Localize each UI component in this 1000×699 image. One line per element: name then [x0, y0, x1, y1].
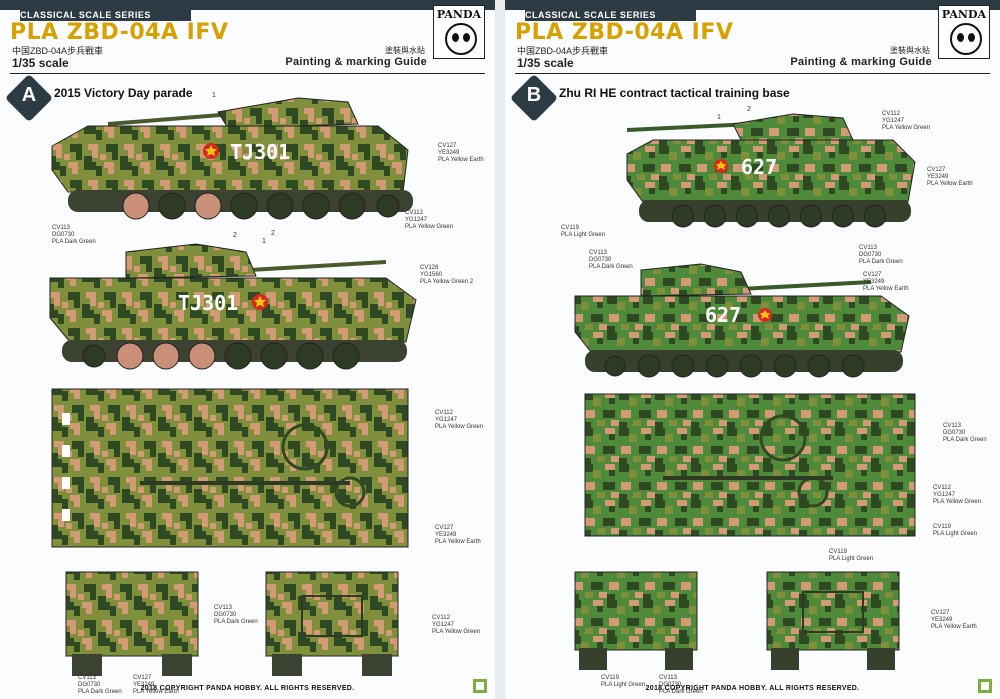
page-title: PLA ZBD-04A IFV: [10, 20, 229, 45]
copyright: 2018 COPYRIGHT PANDA HOBBY. ALL RIGHTS R…: [140, 685, 355, 692]
hull-top: [51, 388, 409, 548]
logo-text: PANDA: [941, 8, 987, 21]
logo-text: PANDA: [436, 8, 482, 21]
turret: [217, 97, 359, 129]
hull-top: [584, 393, 916, 537]
hull: [574, 295, 910, 353]
hull: [51, 125, 409, 193]
hull-number: TJ301: [178, 291, 238, 315]
road-wheels: [122, 192, 400, 220]
scheme-letter: B: [526, 84, 542, 106]
series-label: CLASSICAL SCALE SERIES: [20, 9, 191, 21]
guide-chinese: 塗裝與水貼: [890, 46, 930, 55]
callout-number: 2: [747, 106, 751, 113]
hatch: [334, 476, 366, 508]
scheme-title: 2015 Victory Day parade: [54, 86, 193, 100]
hull-number: TJ301: [230, 140, 290, 164]
top-view: [51, 388, 409, 548]
hull-number: 627: [741, 155, 777, 179]
scheme-title: Zhu RI HE contract tactical training bas…: [559, 86, 790, 100]
turret-ring: [759, 414, 807, 462]
page-title: PLA ZBD-04A IFV: [515, 20, 734, 45]
scale-label: 1/35 scale: [517, 56, 574, 70]
header-banner: [0, 0, 495, 10]
series-label: CLASSICAL SCALE SERIES: [525, 9, 696, 21]
page-scheme-a: CLASSICAL SCALE SERIES PLA ZBD-04A IFV 中…: [0, 0, 495, 699]
scale-label: 1/35 scale: [12, 56, 69, 70]
road-wheels: [604, 354, 865, 378]
hull-number: 627: [705, 303, 741, 327]
turret: [640, 263, 752, 297]
road-wheels: [671, 204, 887, 228]
side-view-right-facing: 627: [574, 263, 910, 378]
front-view: [65, 571, 199, 676]
side-view-left-facing: TJ301: [51, 97, 413, 220]
top-view: [584, 393, 916, 537]
subtitle-chinese: 中国ZBD-04A步兵戰車: [517, 46, 609, 56]
road-wheels: [82, 342, 360, 370]
guide-chinese: 塗裝與水貼: [385, 46, 425, 55]
rear-view: [265, 571, 399, 676]
subtitle-chinese: 中国ZBD-04A步兵戰車: [12, 46, 104, 56]
callout-number: 1: [262, 238, 266, 245]
header-divider: [10, 73, 485, 74]
callout-number: 1: [212, 92, 216, 99]
side-view-right-facing: TJ301: [49, 243, 417, 370]
corner-icon: [473, 679, 487, 693]
hull: [49, 277, 417, 343]
callout-number: 1: [717, 114, 721, 121]
rear-view: [766, 571, 900, 670]
panda-face-icon: [445, 23, 477, 55]
panda-logo: PANDA: [433, 5, 485, 59]
guide-title: Painting & marking Guide: [285, 56, 427, 68]
pla-star-icon: [714, 159, 728, 173]
turret: [125, 243, 257, 279]
pla-star-icon: [252, 294, 268, 310]
header-banner: [505, 0, 1000, 10]
page-scheme-b: CLASSICAL SCALE SERIES PLA ZBD-04A IFV 中…: [505, 0, 1000, 699]
callout-number: 2: [233, 232, 237, 239]
panda-face-icon: [950, 23, 982, 55]
copyright: 2018 COPYRIGHT PANDA HOBBY. ALL RIGHTS R…: [645, 685, 860, 692]
vision-blocks: [62, 413, 70, 521]
turret-ring: [281, 423, 329, 471]
header-divider: [515, 73, 990, 74]
panda-logo: PANDA: [938, 5, 990, 59]
side-view-left-facing: 627: [626, 113, 916, 228]
pla-star-icon: [203, 143, 219, 159]
corner-icon: [978, 679, 992, 693]
callout-number: 2: [271, 230, 275, 237]
guide-title: Painting & marking Guide: [790, 56, 932, 68]
front-view: [574, 571, 698, 670]
pla-star-icon: [758, 308, 772, 322]
scheme-letter: A: [21, 84, 37, 106]
hull: [626, 139, 916, 203]
